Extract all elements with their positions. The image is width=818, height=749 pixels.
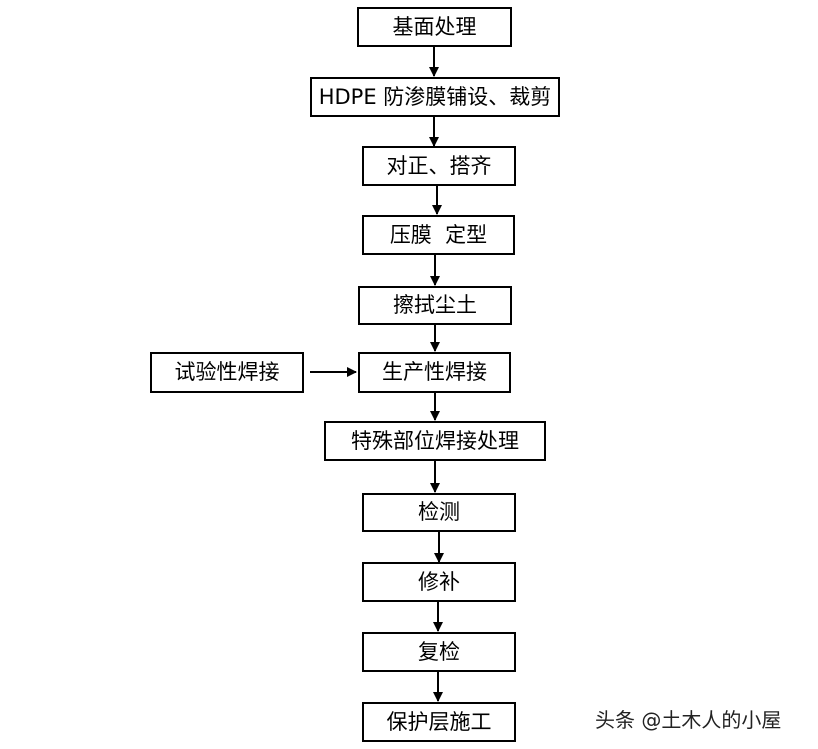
- step-reinspection: 复检: [362, 632, 516, 672]
- step-hdpe-laying-cutting: HDPE 防渗膜铺设、裁剪: [310, 77, 560, 117]
- watermark-text: 头条 @土木人的小屋: [595, 708, 782, 732]
- step-trial-welding: 试验性焊接: [150, 352, 304, 393]
- step-inspection: 检测: [362, 493, 516, 532]
- step-base-treatment: 基面处理: [357, 7, 512, 47]
- step-align: 对正、搭齐: [362, 146, 516, 186]
- step-repair: 修补: [362, 562, 516, 602]
- step-protection-layer: 保护层施工: [362, 702, 516, 742]
- step-press-shape: 压膜 定型: [362, 215, 515, 255]
- step-special-welding: 特殊部位焊接处理: [324, 421, 546, 461]
- step-wipe-dust: 擦拭尘土: [358, 286, 512, 325]
- step-production-welding: 生产性焊接: [358, 352, 511, 393]
